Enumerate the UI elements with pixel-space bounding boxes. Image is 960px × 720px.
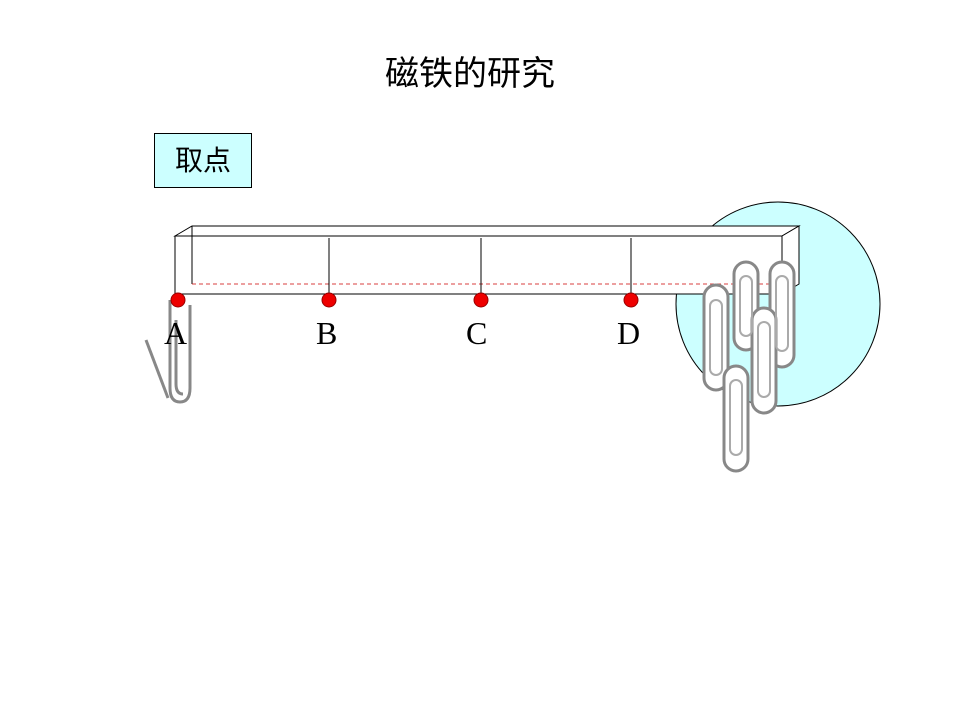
point-b-label: B bbox=[316, 315, 337, 351]
page-title: 磁铁的研究 bbox=[385, 54, 555, 94]
point-c-label: C bbox=[466, 315, 487, 351]
point-d-marker bbox=[623, 292, 639, 308]
tag-label: 取点 bbox=[154, 133, 252, 188]
bar-magnet bbox=[173, 225, 801, 295]
point-a-label: A bbox=[164, 315, 187, 351]
point-d-label: D bbox=[617, 315, 640, 351]
paper-clip-icon bbox=[709, 275, 789, 456]
point-a-marker bbox=[170, 292, 186, 308]
paper-clip-icon bbox=[144, 300, 192, 404]
point-c-marker bbox=[473, 292, 489, 308]
point-b-marker bbox=[321, 292, 337, 308]
